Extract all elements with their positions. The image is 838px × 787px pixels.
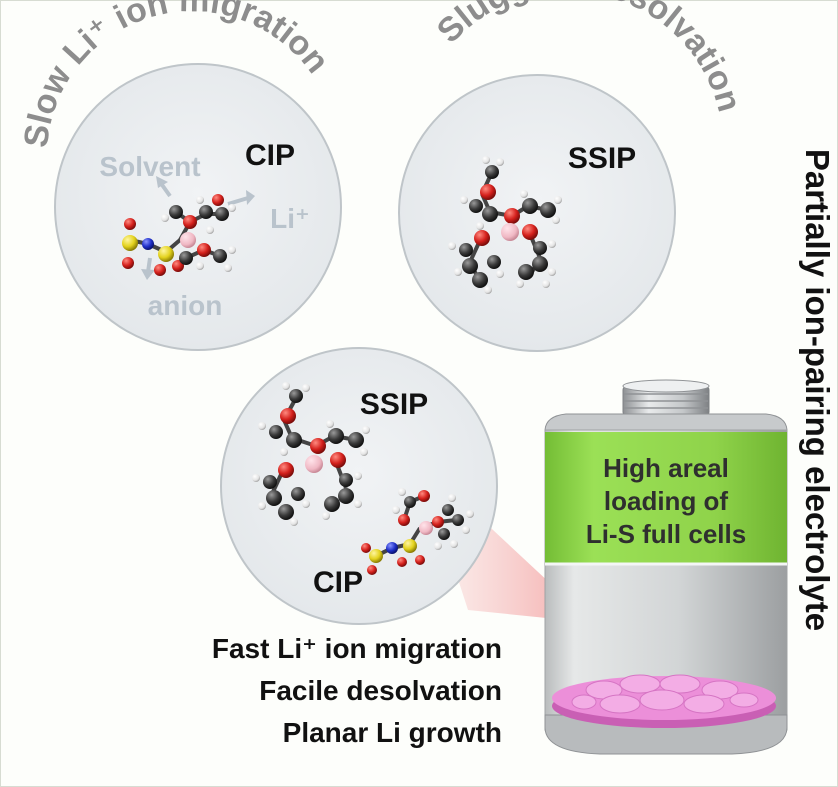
vertical-title: Partially ion-pairing electrolyte [799, 149, 836, 631]
anion-label: anion [148, 290, 223, 321]
battery-label-line-2: loading of [603, 485, 729, 516]
vertical-title-svg: Partially ion-pairing electrolyte [799, 149, 836, 631]
battery-label: High areal loading of Li-S full cells [558, 438, 774, 564]
cip-label-lower: CIP [313, 566, 363, 599]
ssip-label-lower: SSIP [360, 388, 428, 421]
battery-label-line-1: High areal [603, 452, 729, 483]
battery [544, 379, 788, 755]
lithium-metal-disc [552, 674, 776, 728]
direction-arrows [141, 176, 255, 280]
solvent-label: Solvent [99, 151, 200, 182]
benefit-item: Facile desolvation [259, 675, 502, 706]
cip-circle-top [54, 63, 342, 351]
benefit-item: Fast Li⁺ ion migration [211, 633, 502, 664]
cip-molecule-top [122, 194, 236, 276]
benefit-item: Planar Li growth [282, 717, 502, 748]
li-ion-label: Li⁺ [270, 203, 310, 234]
benefits-list: Fast Li⁺ ion migration Facile desolvatio… [150, 628, 502, 754]
ssip-circle-top [398, 74, 676, 352]
ssip-label-top: SSIP [568, 142, 636, 175]
battery-label-band [545, 432, 787, 564]
cip-molecule-lower [361, 488, 474, 575]
cip-label-top: CIP [245, 139, 295, 172]
ssip-molecule-top [448, 156, 562, 294]
battery-label-line-3: Li-S full cells [585, 518, 747, 549]
ssip-molecule-lower [252, 382, 370, 526]
